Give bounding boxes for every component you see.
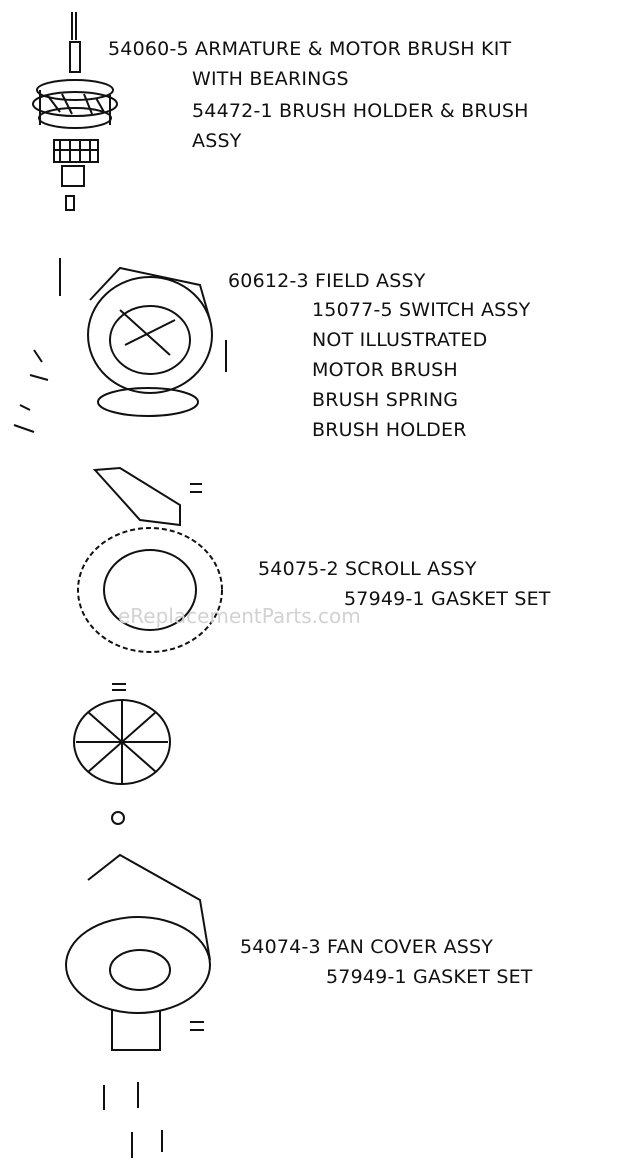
armature-label-2: WITH BEARINGS bbox=[192, 68, 349, 90]
watermark: eReplacementParts.com bbox=[118, 604, 361, 628]
field-drawing bbox=[13, 258, 227, 433]
scroll-label-1: 54075-2 SCROLL ASSY bbox=[258, 558, 477, 580]
field-label-3: NOT ILLUSTRATED bbox=[312, 329, 488, 351]
scroll-label-2: 57949-1 GASKET SET bbox=[344, 588, 551, 610]
fancover-label-1: 54074-3 FAN COVER ASSY bbox=[240, 936, 494, 958]
armature-label-4: ASSY bbox=[192, 130, 242, 152]
field-label-5: BRUSH SPRING bbox=[312, 389, 459, 411]
field-label-4: MOTOR BRUSH bbox=[312, 359, 458, 381]
fan-drawing bbox=[73, 683, 171, 825]
field-label-6: BRUSH HOLDER bbox=[312, 419, 467, 441]
fan-cover-drawing bbox=[65, 853, 211, 1158]
armature-label-1: 54060-5 ARMATURE & MOTOR BRUSH KIT bbox=[108, 38, 512, 60]
field-label-1: 60612-3 FIELD ASSY bbox=[228, 270, 426, 292]
fancover-label-2: 57949-1 GASKET SET bbox=[326, 966, 533, 988]
armature-drawing bbox=[32, 12, 118, 211]
field-label-2: 15077-5 SWITCH ASSY bbox=[312, 299, 531, 321]
scroll-drawing bbox=[77, 466, 223, 653]
armature-label-3: 54472-1 BRUSH HOLDER & BRUSH bbox=[192, 100, 529, 122]
